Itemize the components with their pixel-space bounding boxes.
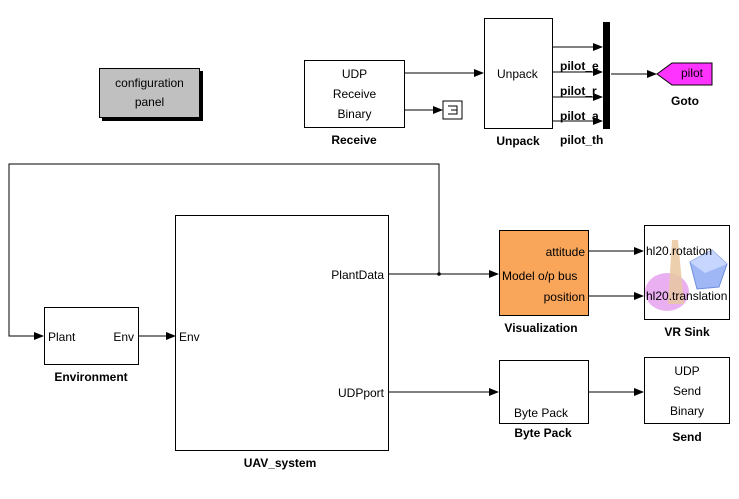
unpack-text: Unpack (497, 67, 538, 81)
receive-line3: Binary (337, 107, 372, 121)
unpack-block[interactable]: Unpack pilot_e pilot_r pilot_a pilot_th (484, 18, 603, 146)
send-label: Send (672, 430, 702, 444)
visualization-out-position: position (543, 290, 585, 304)
mux-signal-pilot-e: pilot_e (560, 59, 599, 73)
goto-tag-text[interactable]: pilot (681, 66, 704, 80)
terminator-icon (448, 105, 458, 115)
send-line2: Send (672, 383, 702, 398)
vr-sink-block[interactable]: hl20.rotation hl20.translation (644, 225, 730, 320)
visualization-in-port: Model o/p bus (502, 269, 578, 283)
configuration-panel-block[interactable]: configuration panel (99, 68, 200, 118)
mux-signal-pilot-th: pilot_th (560, 133, 604, 147)
mux-signal-pilot-r: pilot_r (560, 84, 597, 98)
receive-line1: UDP (341, 67, 368, 81)
mux-signal-pilot-a: pilot_a (560, 109, 599, 123)
vr-sink-icon (645, 240, 728, 311)
byte-pack-text: Byte Pack (514, 406, 569, 420)
mux-block (603, 22, 610, 129)
receive-label: Receive (331, 133, 377, 147)
uav-system-block[interactable]: Env PlantData UDPport (175, 215, 389, 451)
branch-point (437, 272, 441, 276)
environment-in-port: Plant (48, 330, 76, 344)
environment-block[interactable]: Plant Env (44, 307, 139, 365)
unpack-label: Unpack (496, 134, 540, 148)
environment-out-port: Env (113, 330, 134, 344)
vr-sink-label: VR Sink (664, 325, 710, 339)
config-panel-line2: panel (134, 95, 165, 109)
environment-label: Environment (54, 370, 128, 384)
visualization-out-attitude: attitude (545, 245, 585, 259)
uav-in-port: Env (179, 330, 200, 344)
uav-system-label: UAV_system (243, 456, 317, 470)
send-line3: Binary (669, 403, 704, 418)
byte-pack-block[interactable]: Byte Pack (499, 360, 589, 424)
send-line1: UDP (674, 363, 700, 378)
config-panel-line1: configuration (115, 76, 184, 90)
vr-sink-in-translation: hl20.translation (646, 289, 728, 303)
vr-sink-in-rotation: hl20.rotation (646, 244, 713, 258)
uav-out-port-plantdata: PlantData (331, 268, 384, 282)
line-plantdata-feedback (8, 163, 440, 340)
udp-receive-block[interactable]: UDP Receive Binary (304, 60, 405, 128)
visualization-label: Visualization (504, 321, 578, 335)
visualization-block[interactable]: Model o/p bus attitude position (499, 230, 589, 316)
goto-label: Goto (671, 94, 699, 108)
byte-pack-label: Byte Pack (514, 426, 572, 440)
uav-out-port-udpport: UDPport (337, 386, 384, 400)
goto-tag-shape (656, 62, 713, 86)
receive-line2: Receive (332, 87, 377, 101)
udp-send-block[interactable]: UDP Send Binary (644, 357, 730, 424)
